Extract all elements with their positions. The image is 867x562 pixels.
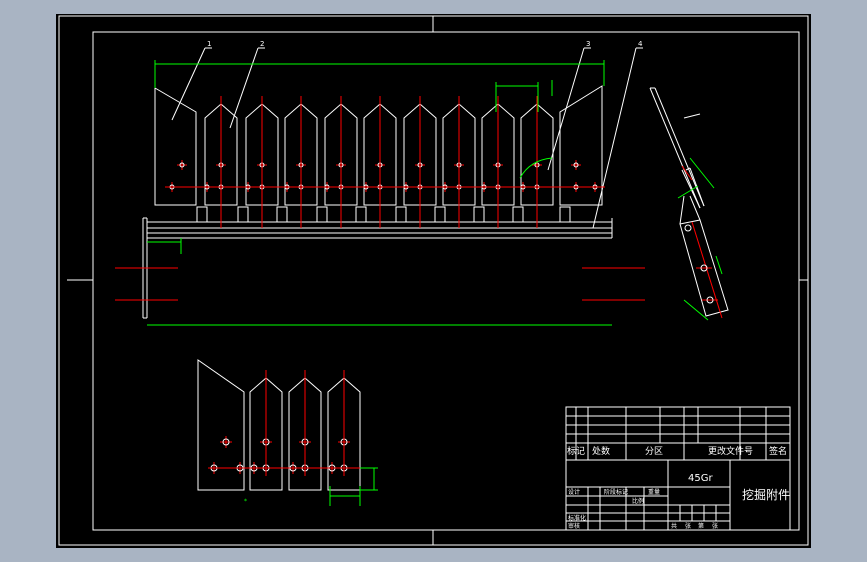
tooth-plate <box>284 103 318 206</box>
detail-side-plate <box>197 359 245 491</box>
tb-scale-label: 比例 <box>632 498 645 505</box>
tb-drawing-title: 挖掘附件 <box>742 488 791 502</box>
detail-tooth-plate <box>288 377 322 491</box>
tb-sheet-label-4: 张 <box>712 523 719 530</box>
tooth-plate <box>481 103 515 206</box>
detail-dimensions <box>329 467 378 506</box>
title-block <box>565 406 791 531</box>
drawing-sheet <box>56 14 811 548</box>
side-view-dimensions <box>677 157 723 321</box>
side-view-holes <box>684 224 714 304</box>
detail-upper-hole <box>220 436 232 448</box>
upper-hole <box>571 160 581 170</box>
upper-hole <box>177 160 187 170</box>
tb-sign-label-2: 标准化 <box>568 515 587 522</box>
drawing-frame <box>58 15 809 546</box>
detail-label: * <box>244 498 247 505</box>
detail-tooth-plate <box>249 377 283 491</box>
detail-tooth-plate <box>327 377 361 491</box>
right-side-plate <box>559 85 603 206</box>
centerlines-main <box>115 96 645 301</box>
tb-sign-label-3: 审核 <box>568 523 581 530</box>
tb-header-label-1: 标记 <box>567 447 586 457</box>
tb-sheet-label-2: 张 <box>685 523 692 530</box>
tb-sheet-label-1: 共 <box>671 523 678 530</box>
detail-centerlines <box>208 370 368 476</box>
tooth-plate <box>403 103 437 206</box>
tooth-plate <box>324 103 358 206</box>
part-callouts: 1 2 3 4 <box>207 40 643 48</box>
tooth-plate <box>204 103 238 206</box>
tb-header-label-4: 更改文件号 <box>708 447 754 457</box>
tooth-plate <box>363 103 397 206</box>
leader-3 <box>547 47 585 171</box>
callout-4: 4 <box>638 40 643 48</box>
side-view-centerlines <box>681 165 723 319</box>
tb-material: 45Gr <box>688 473 713 484</box>
tb-header-label-5: 签名 <box>769 447 788 457</box>
left-side-plate <box>154 87 197 206</box>
tb-weight-label: 重量 <box>648 489 661 496</box>
tooth-plate <box>520 103 554 206</box>
callout-1: 1 <box>207 40 211 48</box>
dimensions-main <box>147 60 612 326</box>
callout-2: 2 <box>260 40 264 48</box>
leader-2 <box>229 47 259 129</box>
side-bracket <box>679 219 729 317</box>
leader-4 <box>592 47 637 229</box>
tb-sheet-label-3: 第 <box>698 523 705 530</box>
tooth-plate <box>442 103 476 206</box>
tb-stage-label: 阶段标记 <box>604 489 629 496</box>
callout-3: 3 <box>586 40 590 48</box>
leader-1 <box>171 47 206 121</box>
tb-header-label-3: 分区 <box>645 447 664 457</box>
tb-sign-label-1: 设计 <box>568 489 581 496</box>
tb-header-label-2: 处数 <box>592 447 611 457</box>
tooth-plate <box>245 103 279 206</box>
